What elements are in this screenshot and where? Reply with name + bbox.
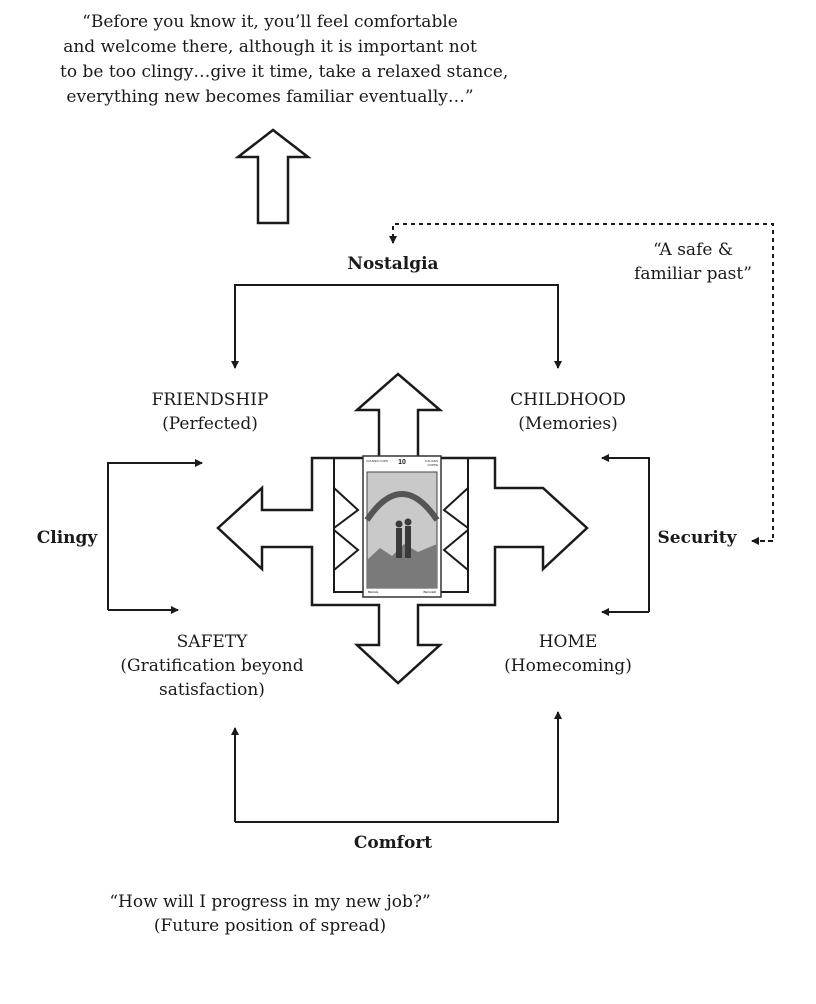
top-quote: “Before you know it, you’ll feel comfort… xyxy=(60,10,509,110)
clingy-label: Clingy xyxy=(36,528,98,548)
up-arrow xyxy=(234,128,312,225)
card-bottom-left: BECHE xyxy=(368,590,379,594)
node-childhood: CHILDHOOD (Memories) xyxy=(488,388,648,436)
bottom-question-line-1: “How will I progress in my new job?” xyxy=(109,892,431,912)
card-top-right: CALICES COPPE xyxy=(425,459,438,467)
node-safety: SAFETY (Gratification beyond satisfactio… xyxy=(112,630,312,702)
side-quote: “A safe & familiar past” xyxy=(628,238,758,286)
bottom-question: “How will I progress in my new job?” (Fu… xyxy=(100,890,440,938)
card-number: 10 xyxy=(398,459,406,466)
childhood-title: CHILDHOOD xyxy=(510,390,626,410)
top-quote-line-2: and welcome there, although it is import… xyxy=(63,37,477,57)
security-bracket xyxy=(601,454,650,612)
safety-title: SAFETY xyxy=(176,632,248,652)
security-label: Security xyxy=(657,528,737,548)
dashed-connector xyxy=(389,223,774,542)
node-friendship: FRIENDSHIP (Perfected) xyxy=(130,388,290,436)
top-quote-line-3: to be too clingy…give it time, take a re… xyxy=(60,62,509,82)
side-quote-line-2: familiar past” xyxy=(634,264,752,284)
safety-sub-2: satisfaction) xyxy=(159,680,265,700)
card-bottom-right: BECHER xyxy=(423,590,436,594)
node-home: HOME (Homecoming) xyxy=(488,630,648,678)
safety-sub-1: (Gratification beyond xyxy=(120,656,304,676)
bottom-question-line-2: (Future position of spread) xyxy=(153,916,387,936)
comfort-label: Comfort xyxy=(353,833,433,853)
home-title: HOME xyxy=(538,632,598,652)
top-quote-line-4: everything new becomes familiar eventual… xyxy=(66,87,474,107)
tarot-card xyxy=(362,455,442,598)
card-top-left: COUPES CUPS xyxy=(366,459,388,463)
side-quote-line-1: “A safe & xyxy=(653,240,733,260)
home-sub: (Homecoming) xyxy=(504,656,632,676)
nostalgia-label: Nostalgia xyxy=(347,254,439,274)
top-quote-line-1: “Before you know it, you’ll feel comfort… xyxy=(82,12,458,32)
nostalgia-bracket xyxy=(234,284,562,369)
childhood-sub: (Memories) xyxy=(518,414,618,434)
friendship-title: FRIENDSHIP xyxy=(151,390,269,410)
friendship-sub: (Perfected) xyxy=(162,414,258,434)
clingy-bracket xyxy=(107,459,203,610)
